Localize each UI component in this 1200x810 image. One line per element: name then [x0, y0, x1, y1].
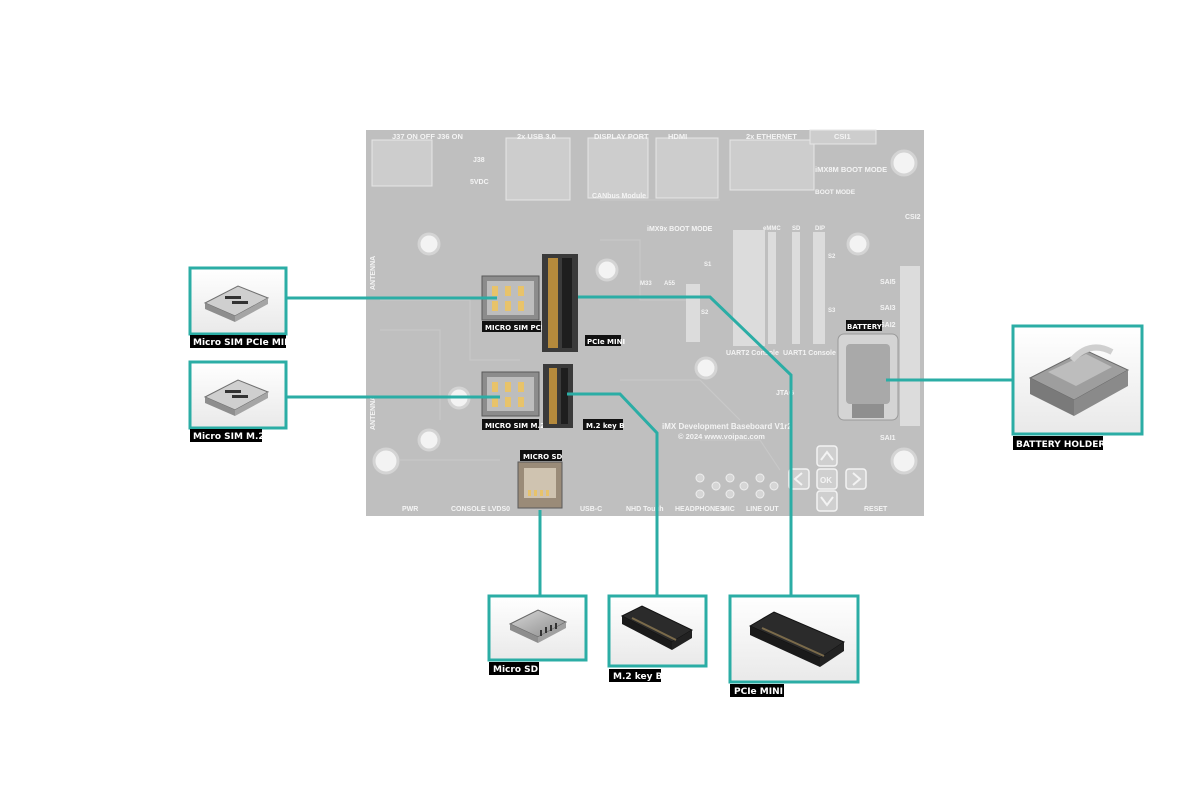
- board-label-pcie-mini: PCIe MINI: [587, 338, 625, 346]
- chevron-left-icon: [793, 472, 803, 486]
- hdmi-label: HDMI: [668, 132, 687, 141]
- micro-sim-socket-icon: [203, 379, 270, 416]
- antenna-label-1: ANTENNA: [370, 256, 377, 290]
- sd-label: SD: [792, 226, 801, 232]
- m2-key-b-socket: M.2 key B: [543, 364, 624, 430]
- bottom-label: RESET: [864, 506, 888, 513]
- callout-micro-sd: Micro SD: [487, 594, 588, 675]
- bottom-label: CONSOLE: [451, 506, 486, 513]
- s2-label: S2: [701, 310, 709, 316]
- pcie-mini-connector-icon: [748, 611, 846, 667]
- m2-connector-icon: [620, 605, 694, 650]
- bottom-label: LINE OUT: [746, 506, 779, 513]
- board-label-m2-key-b: M.2 key B: [586, 422, 624, 430]
- board-copyright: © 2024 www.voipac.com: [678, 432, 765, 441]
- chevron-right-icon: [852, 472, 862, 486]
- micro-sd-socket: MICRO SD: [517, 450, 563, 509]
- ok-button: [816, 468, 838, 490]
- board-label-battery: BATTERY: [847, 323, 883, 331]
- chevron-up-icon: [820, 450, 834, 461]
- boot-mode-label: BOOT MODE: [815, 189, 856, 196]
- micro-sim-pcie-socket: MICRO SIM PCIe: [481, 275, 548, 332]
- down-button: [816, 490, 838, 512]
- uart2-label: UART2 Console: [726, 350, 779, 357]
- callout-label-micro-sim-m2: Micro SIM M.2: [193, 432, 265, 442]
- ok-label: OK: [820, 476, 832, 485]
- s1-label: S1: [704, 262, 712, 268]
- j38-label: J38: [473, 157, 485, 164]
- sai2-label: SAI2: [880, 322, 896, 329]
- vdc-label: 5VDC: [470, 179, 489, 186]
- canbus-label: CANbus Module: [592, 193, 646, 200]
- csi2-label: CSI2: [905, 214, 921, 221]
- bottom-label: PWR: [402, 506, 418, 513]
- board-label-micro-sd: MICRO SD: [523, 453, 563, 461]
- pcie-mini-socket: PCIe MINI: [542, 254, 625, 352]
- board-label-micro-sim-pcie: MICRO SIM PCIe: [485, 324, 548, 332]
- bottom-labels: PWR CONSOLE LVDS0 USB-C NHD Touch HEADPH…: [402, 506, 888, 513]
- usb-label: 2x USB 3.0: [517, 132, 556, 141]
- bottom-label: NHD Touch: [626, 506, 664, 513]
- sai3-label: SAI3: [880, 305, 896, 312]
- imx8m-boot-label: iMX8M BOOT MODE: [815, 165, 887, 174]
- line-m2-key-b: [567, 392, 659, 596]
- callout-label-micro-sim-pcie: Micro SIM PCIe MINI: [193, 338, 295, 348]
- battery-socket: BATTERY: [837, 320, 899, 421]
- board: J37 ON OFF J36 ON 2x USB 3.0 DISPLAY POR…: [366, 129, 924, 516]
- micro-sd-socket-icon: [508, 609, 568, 643]
- up-button: [816, 445, 838, 467]
- callout-pcie-mini: PCIe MINI: [728, 594, 860, 697]
- bottom-label: HEADPHONES: [675, 506, 725, 513]
- bottom-label: LVDS0: [488, 506, 510, 513]
- right-button: [845, 468, 867, 490]
- uart1-label: UART1 Console: [783, 350, 836, 357]
- s2-top-label: S2: [828, 254, 836, 260]
- bottom-label: USB-C: [580, 506, 602, 513]
- board-title: iMX Development Baseboard V1r2: [662, 422, 792, 431]
- antenna-label-2: ANTENNA: [370, 396, 377, 430]
- m33-label: M33: [640, 281, 652, 287]
- board-label-micro-sim-m2: MICRO SIM M.2: [485, 422, 545, 430]
- csi1-label: CSI1: [834, 132, 851, 141]
- micro-sim-m2-socket: MICRO SIM M.2: [481, 371, 545, 430]
- callout-label-pcie-mini: PCIe MINI: [734, 687, 783, 697]
- callout-micro-sim-pcie: Micro SIM PCIe MINI: [188, 266, 295, 348]
- left-button: [788, 468, 810, 490]
- callout-m2-key-b: M.2 key B: [607, 594, 708, 682]
- sai1-label: SAI1: [880, 435, 896, 442]
- s3-label: S3: [828, 308, 836, 314]
- jtag-label: JTAG: [776, 390, 795, 397]
- ethernet-label: 2x ETHERNET: [746, 132, 797, 141]
- display-port-label: DISPLAY PORT: [594, 132, 649, 141]
- sai5-label: SAI5: [880, 279, 896, 286]
- bottom-label: MIC: [722, 506, 735, 513]
- a55-label: A55: [664, 281, 676, 287]
- chevron-down-icon: [820, 496, 834, 507]
- dip-label: DIP: [815, 226, 825, 232]
- emmc-label: eMMC: [763, 226, 781, 232]
- j37-label: J37 ON OFF J36 ON: [392, 132, 463, 141]
- callout-label-battery-holder: BATTERY HOLDER: [1016, 440, 1105, 450]
- callout-micro-sim-m2: Micro SIM M.2: [188, 360, 288, 442]
- callout-battery-holder: BATTERY HOLDER: [1011, 324, 1144, 450]
- callout-label-m2-key-b: M.2 key B: [613, 672, 663, 682]
- callout-label-micro-sd: Micro SD: [493, 665, 538, 675]
- line-pcie-mini: [578, 295, 793, 596]
- imx9x-boot-label: iMX9x BOOT MODE: [647, 226, 713, 233]
- micro-sim-socket-icon: [203, 285, 270, 322]
- battery-holder-icon: [1028, 344, 1130, 416]
- callout-lines: [286, 295, 1013, 596]
